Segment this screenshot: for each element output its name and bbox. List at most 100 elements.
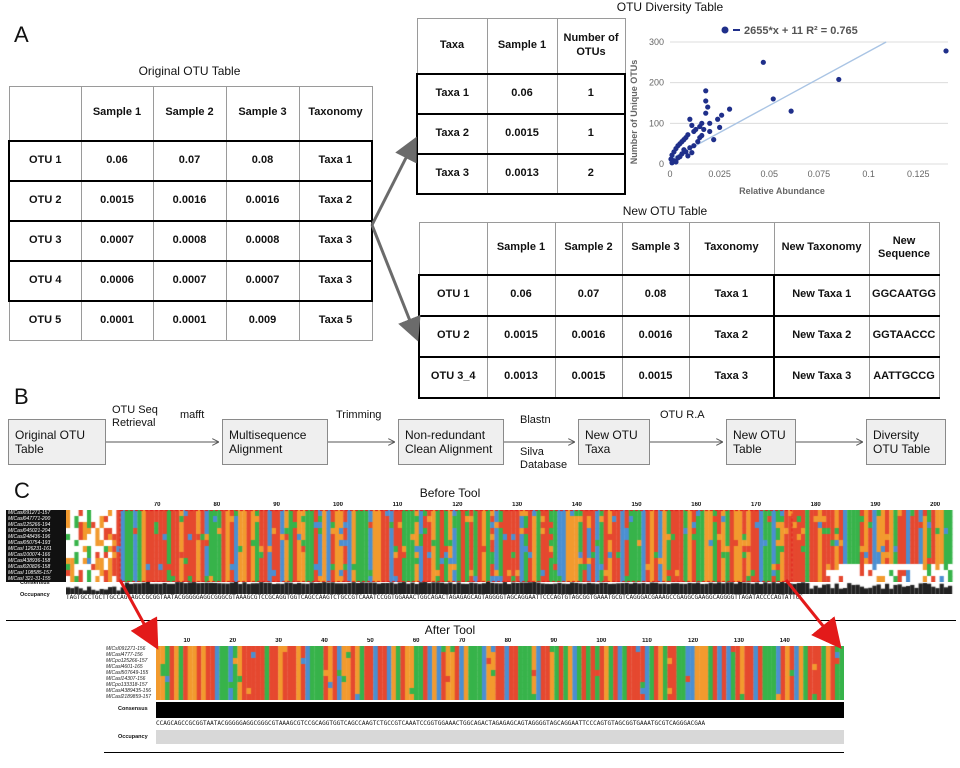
after-occupancy-label: Occupancy	[118, 734, 148, 740]
table-cell: 1	[556, 72, 626, 115]
after-occupancy-bar	[156, 730, 844, 744]
scatter-point	[760, 59, 766, 65]
bottom-separator-line	[104, 752, 844, 753]
table-cell: OTU 4	[8, 259, 82, 302]
scatter-point	[788, 108, 794, 114]
trend-line	[669, 41, 887, 161]
table-cell: 0.0015	[621, 355, 690, 399]
scatter-point	[681, 147, 687, 153]
flow-arrows	[106, 400, 960, 470]
before-alignment-grid	[66, 510, 954, 582]
table-cell: 0.0016	[152, 179, 227, 222]
x-axis-label: Relative Abundance	[739, 186, 825, 196]
table-cell: GGTAACCC	[868, 314, 940, 358]
flow-box-label: Original OTU Table	[15, 428, 86, 456]
header-cell: Sample 1	[80, 86, 154, 141]
position-tick: 80	[213, 502, 221, 508]
table-cell: 0.08	[621, 273, 690, 317]
scatter-point	[677, 154, 683, 160]
table-cell: 0.0016	[225, 179, 300, 222]
header-cell: New Taxonomy	[773, 222, 870, 275]
table-cell: 0.0013	[486, 355, 556, 399]
table-cell: 0.0001	[80, 300, 154, 341]
sequence-name: MICasl 108585-157	[8, 570, 52, 576]
flow-label-trimming: Trimming	[336, 409, 382, 421]
sequence-name: MICasl438936-158	[8, 558, 51, 564]
y-axis-label: Number of Unique OTUs	[629, 60, 639, 165]
table-cell: 0.06	[486, 72, 558, 115]
y-tick-label: 300	[649, 37, 664, 47]
table-row: OTU 2 0.0015 0.0016 0.0016 Taxa 2	[8, 179, 373, 222]
position-tick: 50	[366, 638, 374, 644]
flow-box-label: Diversity OTU Table	[873, 428, 931, 456]
table-cell: 0.0015	[554, 355, 623, 399]
flow-box-new-otu-taxa: New OTU Taxa	[578, 419, 650, 465]
sequence-name: MICasl091271-157	[8, 510, 51, 516]
new-otu-table: Sample 1 Sample 2 Sample 3 Taxonomy New …	[418, 222, 940, 399]
header-cell: New Sequence	[868, 222, 940, 275]
sequence-name: MICasl 126231-161	[8, 546, 52, 552]
position-tick: 150	[631, 502, 642, 508]
chart-legend: 2655*x + 11 R² = 0.765	[744, 25, 858, 37]
table-cell: 1	[556, 112, 626, 155]
scatter-point	[669, 160, 675, 166]
flow-box-original-otu: Original OTU Table	[8, 419, 106, 465]
table-row: Taxa 1 0.06 1	[416, 72, 626, 115]
table-cell: OTU 3	[8, 219, 82, 262]
position-tick: 60	[412, 638, 420, 644]
scatter-point	[687, 116, 693, 122]
flow-box-nonredundant: Non-redundant Clean Alignment	[398, 419, 504, 465]
scatter-point	[689, 150, 695, 156]
chart-grid	[670, 41, 948, 165]
table-cell: OTU 1	[8, 139, 82, 182]
scatter-point	[719, 112, 725, 118]
sequence-name: MICpo133318-157	[106, 682, 148, 688]
before-tool-title: Before Tool	[419, 486, 481, 500]
table-cell: 0.009	[225, 300, 300, 341]
table-cell: Taxa 1	[298, 139, 373, 182]
position-tick: 110	[642, 638, 652, 644]
header-cell: Sample 2	[554, 222, 623, 275]
before-occupancy-label: Occupancy	[20, 592, 50, 598]
scatter-point	[691, 128, 697, 135]
table-cell: 0.0015	[486, 112, 558, 155]
table-cell: 0.0008	[225, 219, 300, 262]
chart-points	[668, 48, 949, 166]
position-tick: 160	[691, 502, 702, 508]
table-cell: 0.08	[225, 139, 300, 182]
table-cell: New Taxa 2	[773, 314, 870, 358]
scatter-point	[726, 106, 733, 112]
position-tick: 40	[321, 638, 328, 644]
table-cell: Taxa 5	[298, 300, 373, 341]
separator-line	[6, 620, 956, 621]
table-cell: New Taxa 1	[773, 273, 870, 317]
position-tick: 120	[452, 502, 463, 508]
table-cell: 0.0007	[225, 259, 300, 302]
scatter-point	[703, 110, 709, 116]
table-cell: OTU 5	[8, 300, 82, 341]
scatter-point	[689, 122, 695, 128]
table-cell: New Taxa 3	[773, 355, 870, 399]
table-cell: AATTGCCG	[868, 355, 940, 399]
table-cell: 0.0013	[486, 152, 558, 195]
table-cell: GGCAATGG	[868, 273, 940, 317]
flow-box-label: New OTU Table	[733, 428, 786, 456]
position-tick: 70	[153, 502, 161, 508]
scatter-point	[703, 88, 709, 94]
scatter-point	[707, 120, 713, 126]
position-tick: 140	[779, 638, 790, 644]
position-tick: 110	[392, 502, 403, 508]
table-cell: OTU 2	[8, 179, 82, 222]
before-consensus-bars	[66, 582, 954, 594]
flow-box-new-otu-table: New OTU Table	[726, 419, 796, 465]
table-cell: 0.0016	[554, 314, 623, 358]
arrow-to-diversity	[370, 136, 417, 226]
panel-letter-b: B	[14, 384, 29, 409]
sequence-name: MICasl2189859-157	[106, 694, 152, 700]
table-cell: 0.0015	[80, 179, 154, 222]
header-cell: Sample 1	[486, 18, 558, 74]
header-cell: Sample 2	[152, 86, 227, 141]
position-tick: 180	[810, 502, 821, 508]
